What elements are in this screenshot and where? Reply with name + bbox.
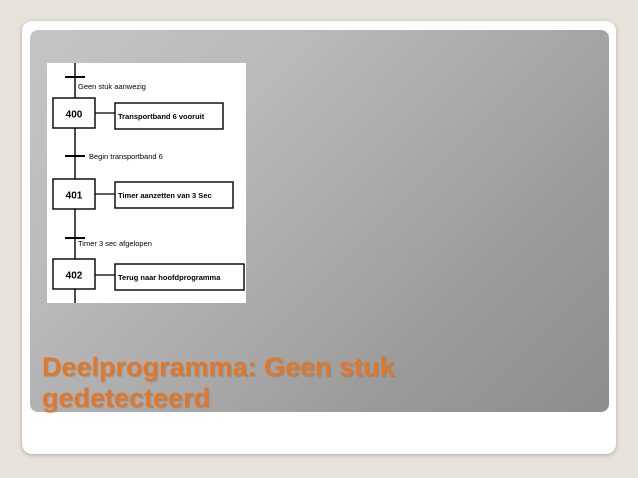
transition-label: Geen stuk aanwezig [78, 82, 146, 91]
step-box [52, 258, 96, 290]
transition-label: Timer 3 sec afgelopen [78, 239, 152, 248]
step-number: 402 [66, 271, 83, 282]
sfc-diagram: Geen stuk aanwezig 400 Transportband 6 v… [47, 63, 246, 303]
slide-title: Deelprogramma: Geen stuk gedetecteerd [42, 352, 395, 413]
action-label: Terug naar hoofdprogramma [118, 273, 221, 282]
transition-label: Begin transportband 6 [89, 152, 163, 161]
step-box [52, 178, 96, 210]
action-box [114, 263, 245, 291]
action-label: Transportband 6 vooruit [118, 112, 205, 121]
step-box [52, 97, 96, 129]
action-box [114, 102, 224, 130]
action-box [114, 181, 234, 209]
step-number: 401 [66, 191, 83, 202]
step-number: 400 [66, 110, 83, 121]
action-label: Timer aanzetten van 3 Sec [118, 191, 212, 200]
